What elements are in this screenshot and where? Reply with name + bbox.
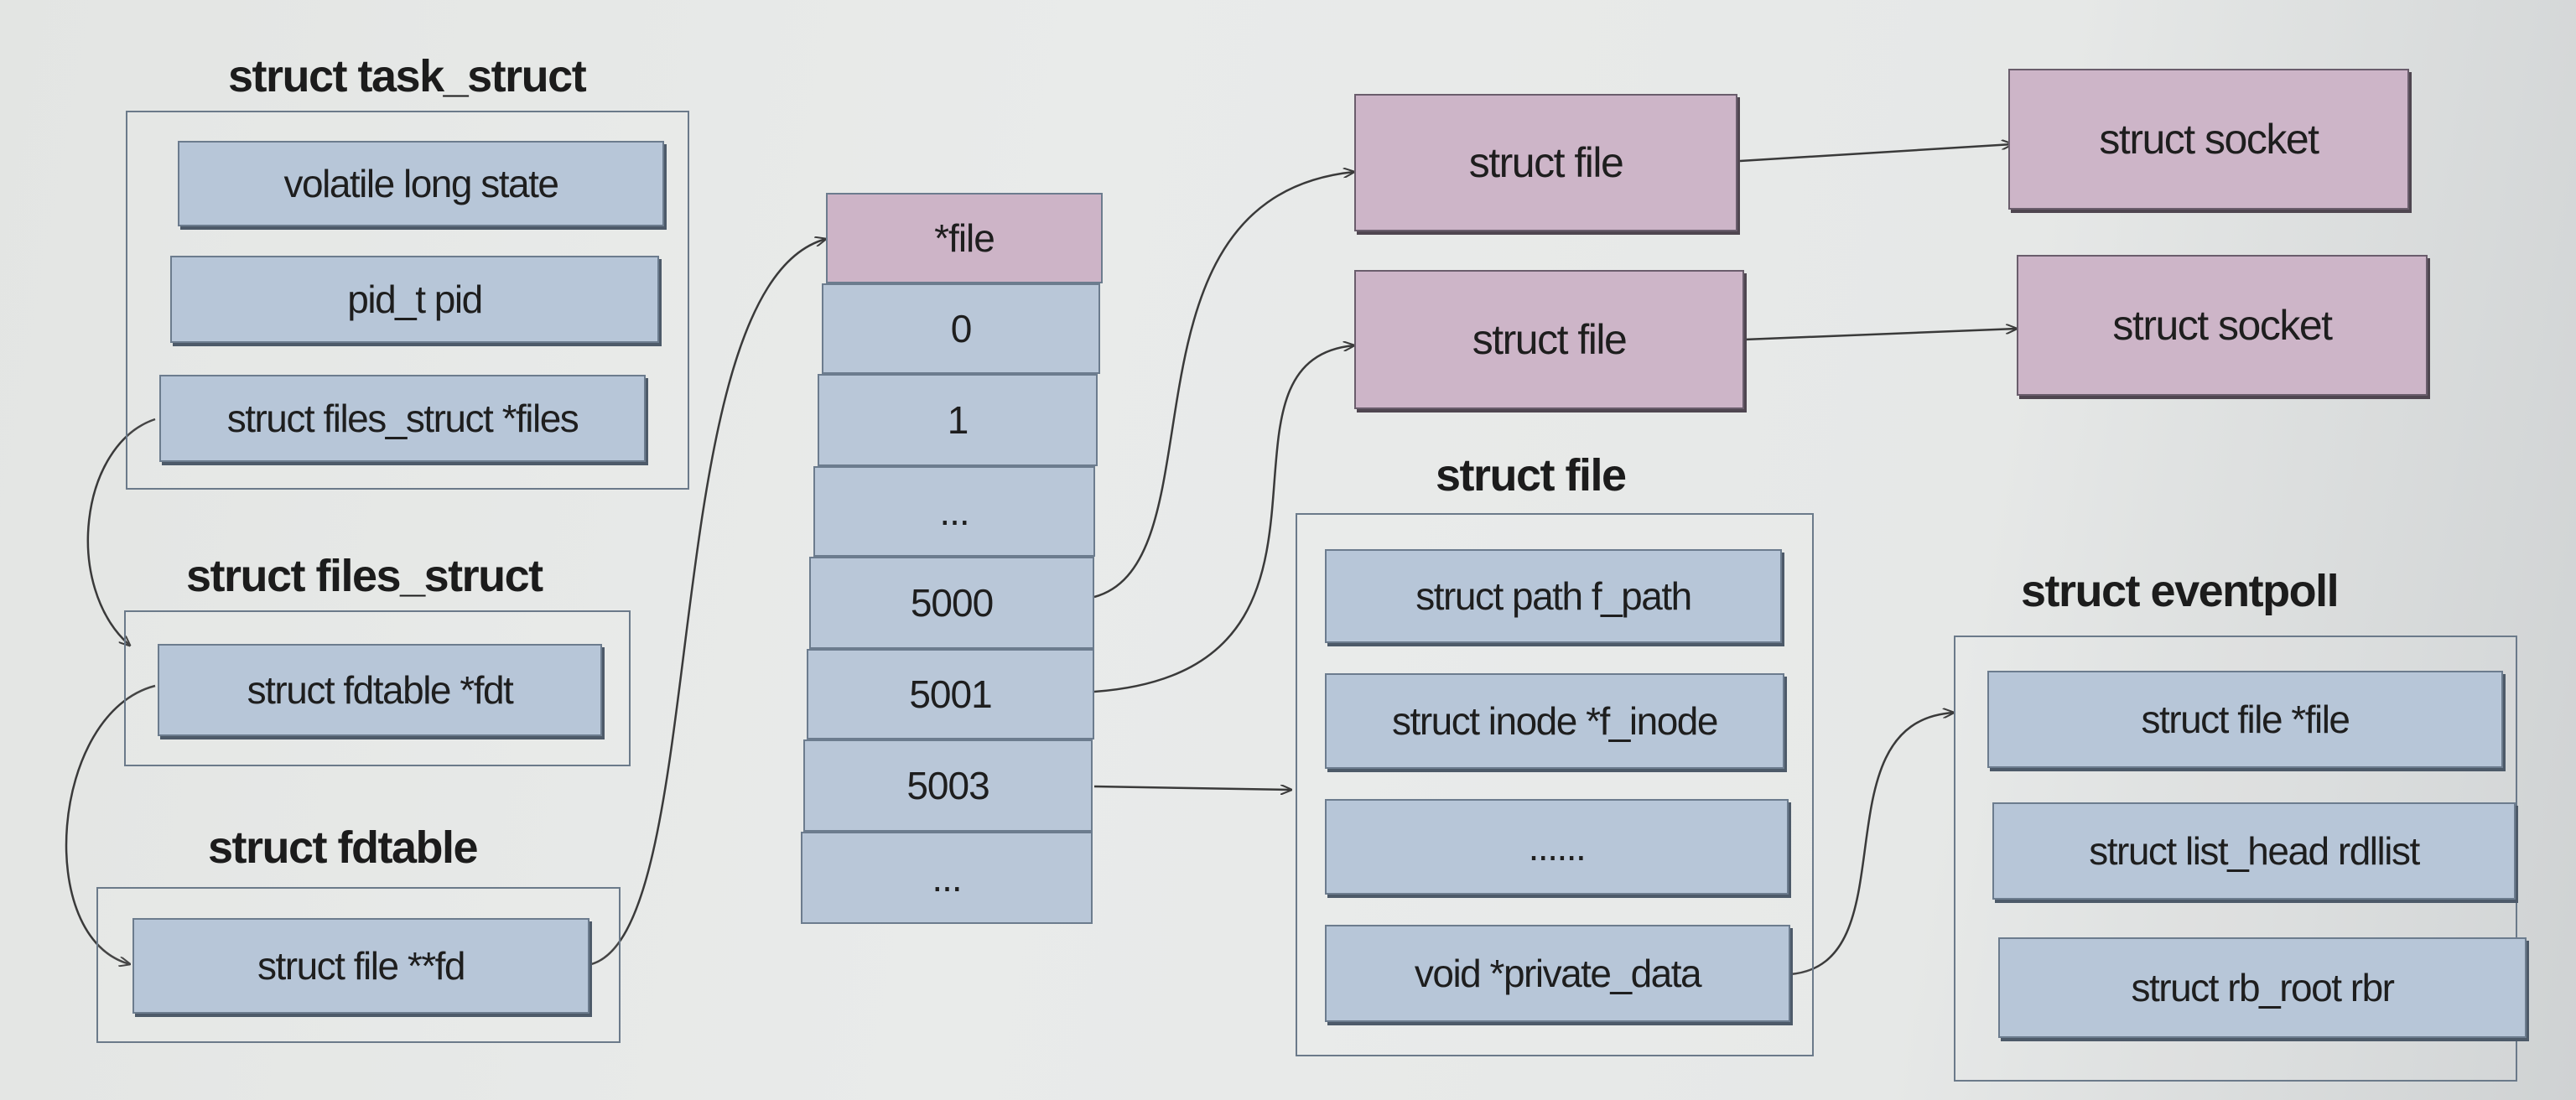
arrow-5000-to-file-1 [1093,172,1354,599]
eventpoll-field-file: struct file *file [1987,671,2503,768]
fd-array-cell-ellipsis-2: ... [801,832,1093,924]
files-struct-title: struct files_struct [186,551,543,601]
socket-2: struct socket [2017,255,2428,396]
eventpoll-field-rbr: struct rb_root rbr [1998,937,2527,1038]
epoll-file-field-ellipsis: ...... [1325,799,1789,895]
files-struct-field-fdt: struct fdtable *fdt [158,644,602,736]
arrow-fd-to-array [590,239,826,966]
arrow-5003-to-epoll-file [1093,786,1291,790]
task-struct-field-state: volatile long state [178,141,664,226]
task-struct-field-files: struct files_struct *files [159,375,646,462]
fdtable-title: struct fdtable [208,822,479,873]
epoll-file-field-f-inode: struct inode *f_inode [1325,673,1784,769]
eventpoll-title: struct eventpoll [2021,566,2340,616]
arrow-private-data-to-eventpoll [1789,713,1954,976]
arrow-file-2-to-socket-2 [1743,329,2017,341]
epoll-file-field-private-data: void *private_data [1325,925,1790,1022]
arrow-files-to-files-struct [86,418,156,646]
fd-array-cell-5000: 5000 [809,557,1094,649]
fd-array-cell-ellipsis-1: ... [813,466,1095,557]
fd-array-cell-5003: 5003 [803,739,1093,832]
epoll-file-field-f-path: struct path f_path [1325,549,1782,643]
arrow-5001-to-file-2 [1093,345,1354,693]
epoll-file-title: struct file [1436,450,1627,501]
task-struct-field-pid: pid_t pid [170,256,659,343]
socket-file-2: struct file [1354,270,1744,409]
eventpoll-field-rdllist: struct list_head rdllist [1992,802,2516,900]
arrow-file-1-to-socket-1 [1739,144,2012,163]
socket-1: struct socket [2008,69,2409,210]
fdtable-field-fd: struct file **fd [132,918,589,1014]
task-struct-title: struct task_struct [228,51,587,101]
fd-array-cell-0: 0 [822,283,1100,374]
socket-file-1: struct file [1354,94,1737,231]
fd-array-head-file: *file [826,193,1103,283]
fd-array-cell-1: 1 [818,374,1098,466]
fd-array-cell-5001: 5001 [807,649,1094,739]
